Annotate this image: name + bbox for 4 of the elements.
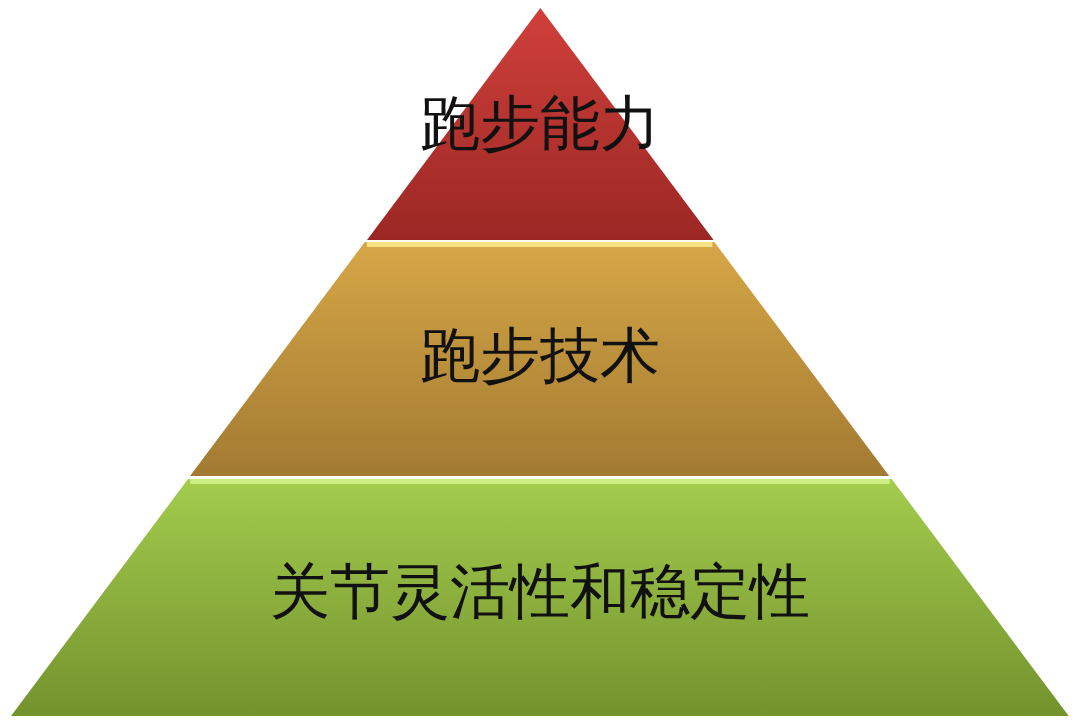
pyramid-tier — [11, 479, 1069, 716]
tier-label: 关节灵活性和稳定性 — [269, 561, 811, 621]
pyramid-tier — [190, 242, 890, 476]
tier-label: 跑步技术 — [419, 325, 661, 385]
